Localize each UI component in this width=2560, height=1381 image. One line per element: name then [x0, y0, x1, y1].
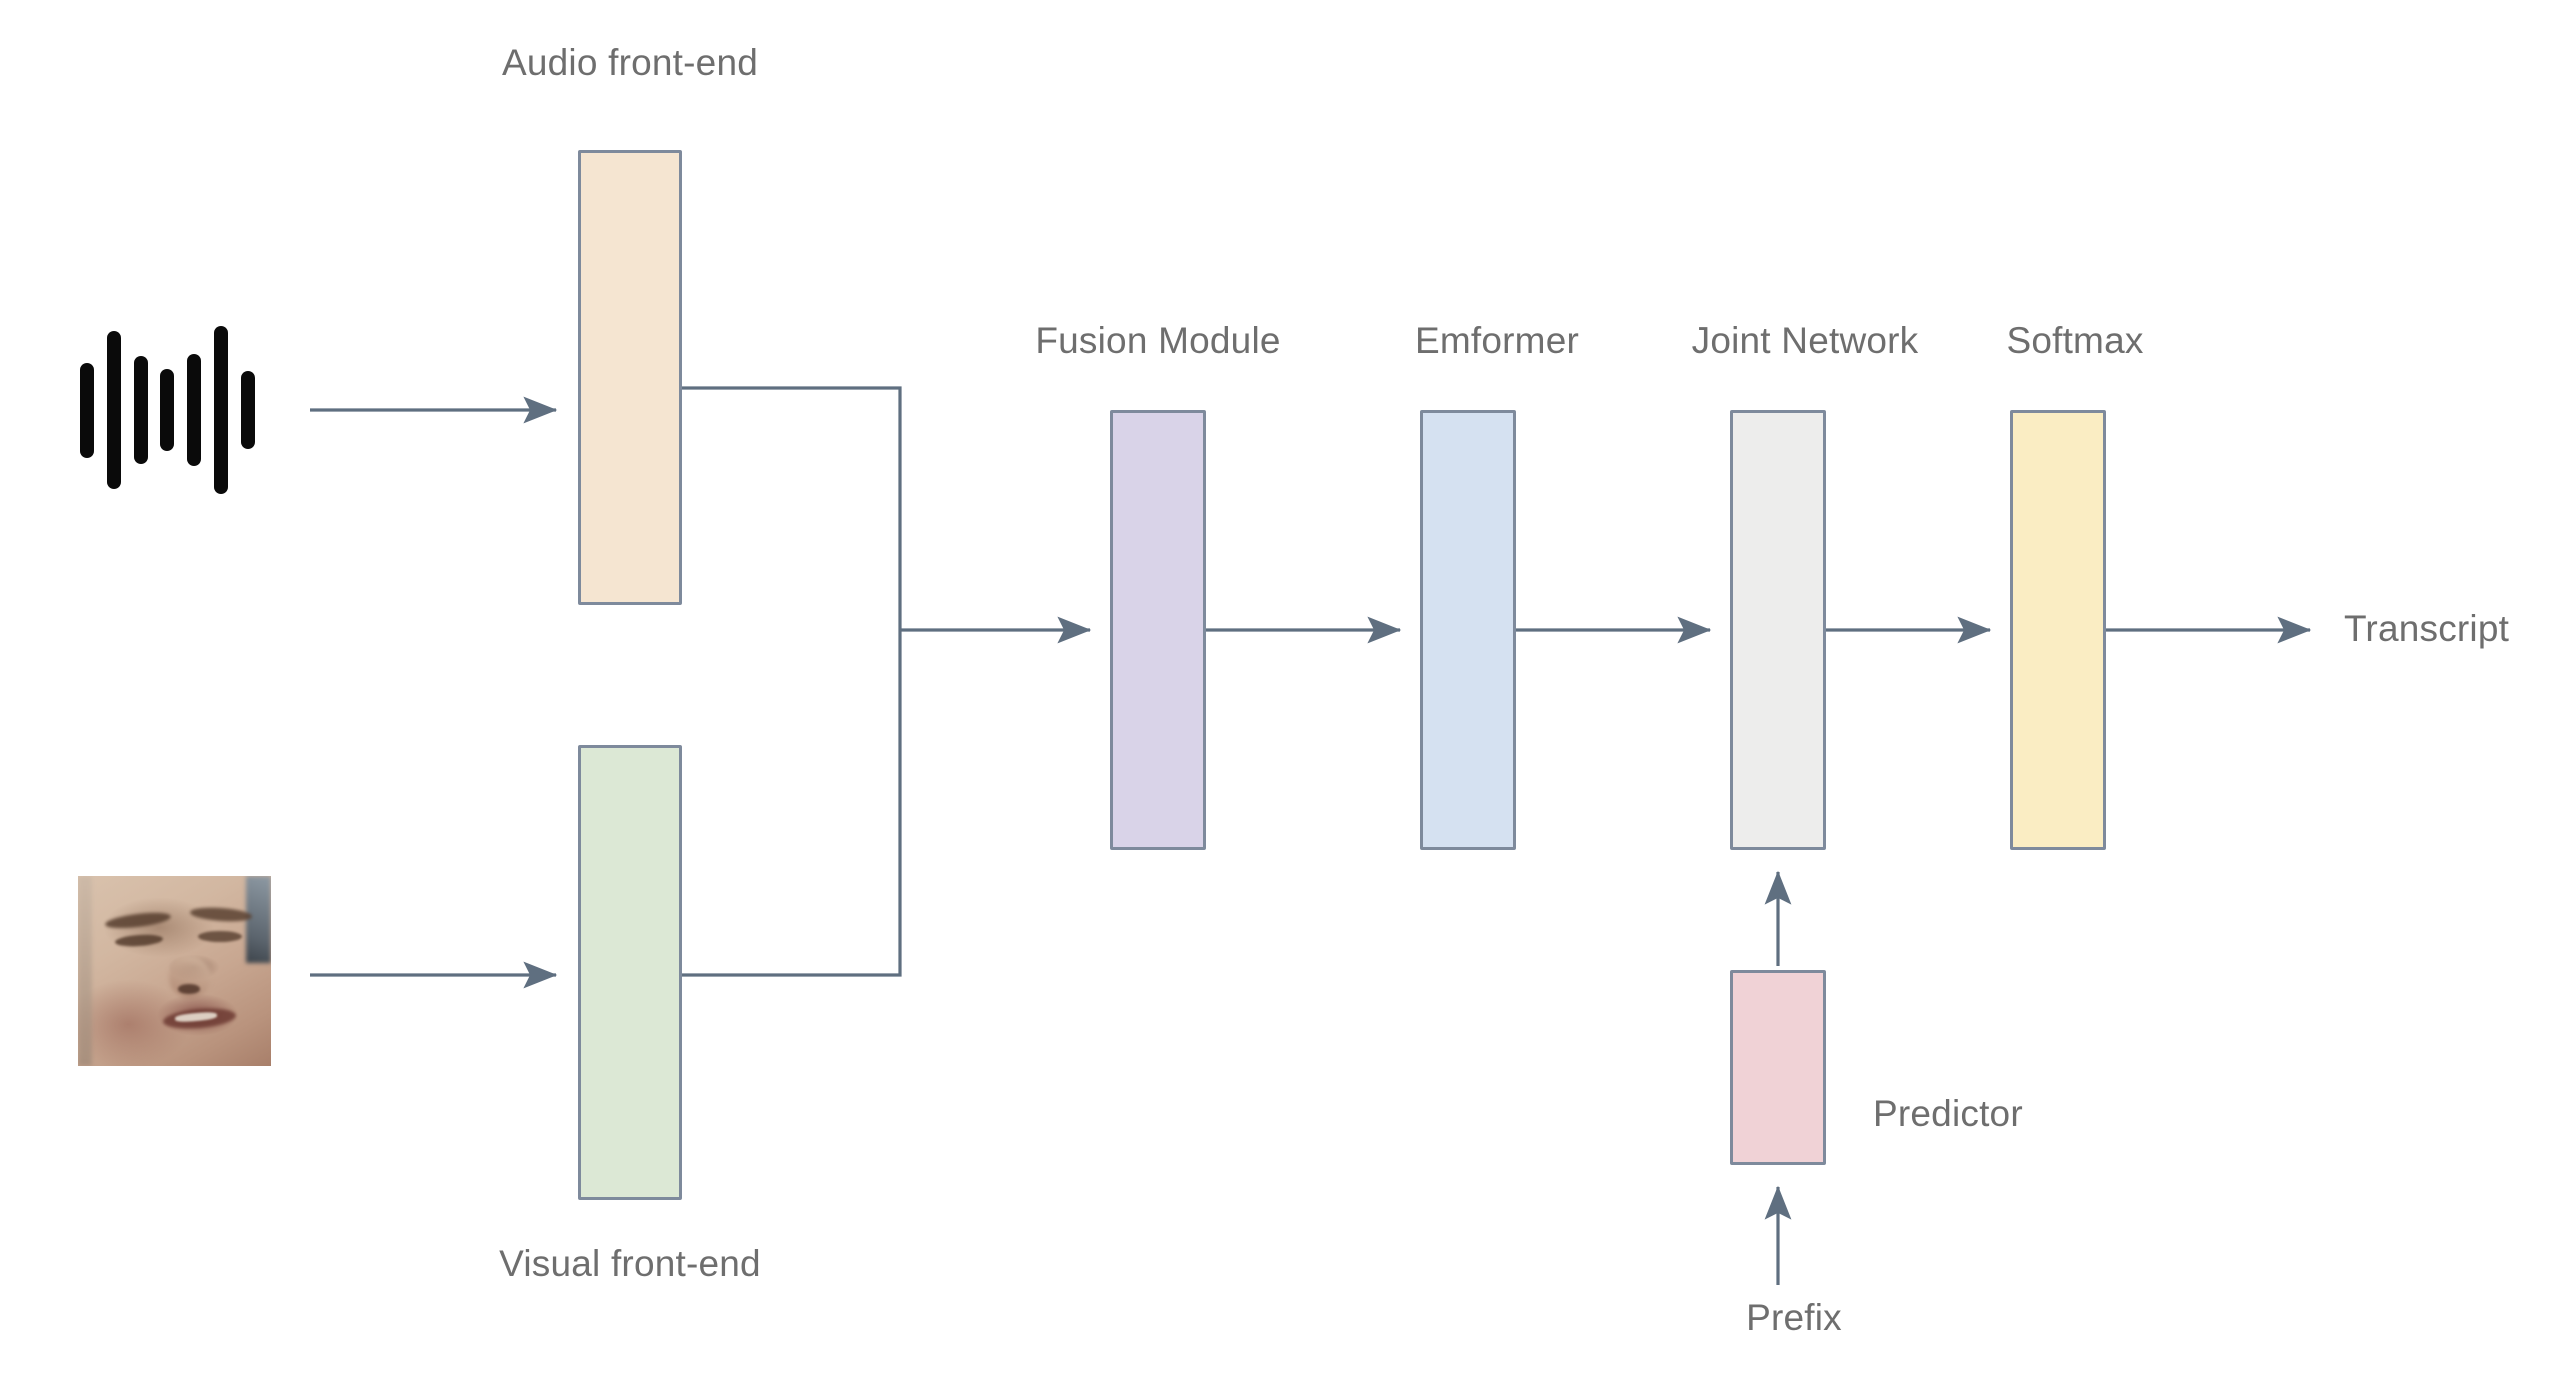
block-visual-front-end[interactable]	[578, 745, 682, 1200]
waveform-bar	[187, 354, 202, 466]
label-fusion-module: Fusion Module	[1035, 320, 1281, 361]
block-fusion-module[interactable]	[1110, 410, 1206, 850]
block-joint-network[interactable]	[1730, 410, 1826, 850]
label-visual-front-end: Visual front-end	[499, 1243, 761, 1284]
waveform-bar	[133, 356, 148, 464]
label-predictor: Predictor	[1873, 1093, 2023, 1134]
label-prefix: Prefix	[1746, 1297, 1842, 1338]
face-nostril	[178, 984, 200, 994]
elbow-visual-merge	[682, 630, 902, 977]
block-softmax[interactable]	[2010, 410, 2106, 850]
label-softmax: Softmax	[2006, 320, 2144, 361]
block-audio-front-end[interactable]	[578, 150, 682, 605]
face-bg-right	[245, 876, 271, 964]
face-bg-left	[78, 876, 92, 1066]
waveform-bar	[80, 362, 94, 458]
face-eye-right	[197, 931, 243, 943]
waveform-bar	[214, 326, 229, 494]
waveform-bar	[240, 371, 255, 449]
elbow-audio-merge	[682, 386, 902, 630]
label-emformer: Emformer	[1415, 320, 1579, 361]
label-transcript: Transcript	[2344, 608, 2510, 649]
face-thumbnail-icon	[78, 876, 271, 1066]
label-joint-network: Joint Network	[1691, 320, 1919, 361]
waveform-bar	[106, 331, 121, 489]
waveform-bar	[160, 369, 175, 451]
waveform-icon	[80, 326, 255, 494]
block-predictor[interactable]	[1730, 970, 1826, 1165]
label-audio-front-end: Audio front-end	[501, 42, 759, 83]
block-emformer[interactable]	[1420, 410, 1516, 850]
